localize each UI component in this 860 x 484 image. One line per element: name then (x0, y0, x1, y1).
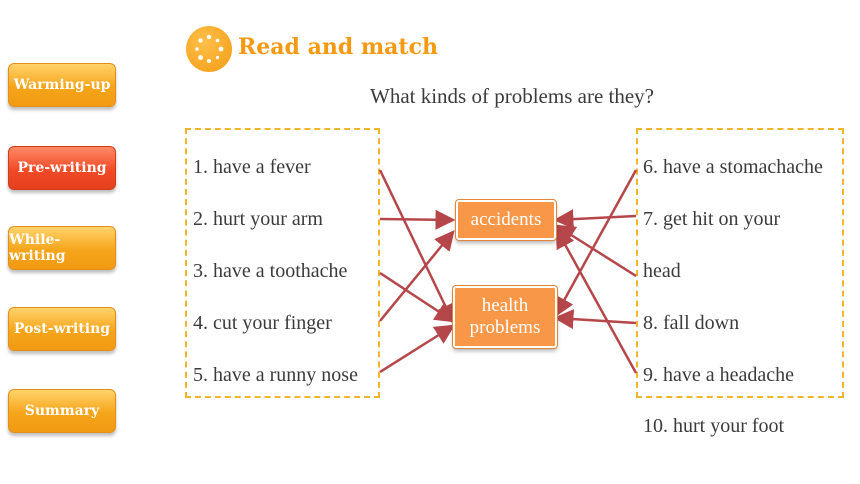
nav-label: While-writing (9, 232, 66, 264)
category-health-label-line2: problems (469, 317, 541, 338)
item-9: 9. have a headache (643, 364, 795, 386)
left-items-frame (185, 128, 380, 398)
item-7: 7. get hit on your (643, 208, 781, 230)
item-3: 3. have a toothache (193, 260, 348, 282)
nav-label: Pre-writing (17, 160, 107, 176)
category-health-problems: health problems (452, 285, 558, 349)
arrow-fall-health (553, 309, 637, 330)
item-10: 10. hurt your foot (643, 415, 785, 437)
item-8: 8. fall down (643, 312, 740, 334)
nav-button-pre-writing[interactable]: Pre-writing (8, 146, 116, 190)
arrow-arm-accidents (379, 209, 456, 230)
item-2: 2. hurt your arm (193, 208, 323, 230)
nav-button-warming-up[interactable]: Warming-up (8, 63, 116, 107)
item-6: 6. have a stomachache (643, 156, 823, 178)
nav-button-while-writing[interactable]: While-writing (8, 226, 116, 270)
nav-label: Summary (24, 403, 100, 419)
category-accidents: accidents (455, 199, 557, 241)
item-1: 1. have a fever (193, 156, 311, 178)
dotted-circle-icon (186, 26, 232, 72)
right-items-frame (636, 128, 844, 398)
category-health-label-line1: health (481, 295, 529, 316)
page-title: Read and match (238, 34, 438, 60)
arrow-hit-accidents (553, 209, 637, 230)
arrow-stomachache-health (554, 169, 638, 318)
arrow-fever-health (378, 169, 455, 325)
nav-button-summary[interactable]: Summary (8, 389, 116, 433)
item-4: 4. cut your finger (193, 312, 332, 334)
item-7-continued: head (643, 260, 681, 282)
question-text: What kinds of problems are they? (370, 84, 654, 108)
nav-label: Post-writing (13, 321, 111, 337)
nav-label: Warming-up (13, 77, 111, 93)
arrow-headache-accidents (555, 227, 638, 374)
nav-button-post-writing[interactable]: Post-writing (8, 307, 116, 351)
category-accidents-label: accidents (470, 209, 542, 230)
arrow-finger-accidents (379, 230, 455, 322)
item-5: 5. have a runny nose (193, 364, 358, 386)
arrow-nose-health (379, 324, 456, 374)
arrow-toothache-health (379, 271, 456, 323)
